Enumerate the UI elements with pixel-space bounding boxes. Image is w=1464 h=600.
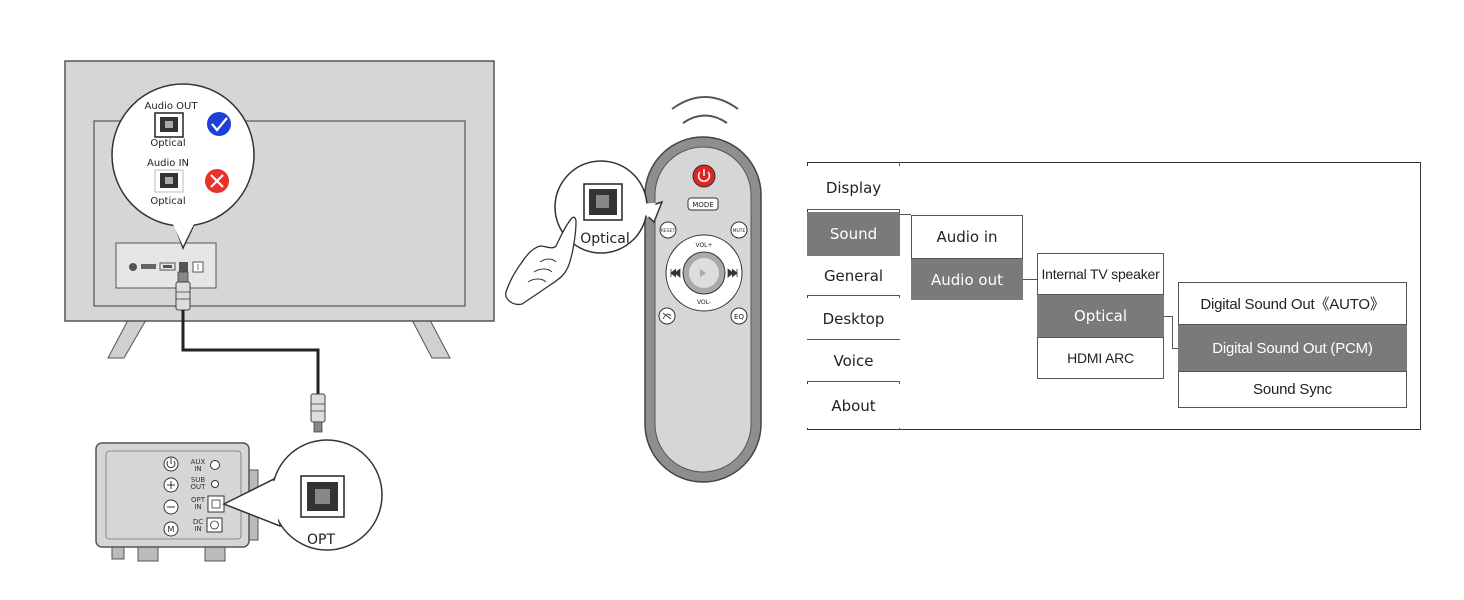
menu-divider <box>899 162 900 430</box>
tv-hdmi-port <box>141 264 156 269</box>
eq-button <box>730 307 748 325</box>
sub-out-label-1: SUB <box>191 476 206 484</box>
soundbar: M AUX IN SUB OUT OPT IN DC IN OPT <box>95 439 383 562</box>
vol-up-label: VOL+ <box>695 242 712 249</box>
tv-stand-right <box>411 319 451 359</box>
audio-out-port-label: Optical <box>150 138 185 149</box>
menu-item-display[interactable]: Display <box>807 166 900 210</box>
connector-audio-out <box>1023 279 1037 280</box>
mute-label: MUTE <box>733 228 746 234</box>
connector-optical-1 <box>1164 316 1172 317</box>
sound-item-audio-out[interactable]: Audio out <box>911 259 1023 300</box>
connector-sound <box>899 214 911 215</box>
audio-out-item-hdmi-arc[interactable]: HDMI ARC <box>1037 337 1164 379</box>
next-icon <box>727 268 738 278</box>
eq-label: EQ <box>734 313 744 321</box>
mode-button <box>687 197 719 211</box>
pointing-hand-icon <box>505 216 577 306</box>
vol-down-label: VOL- <box>697 299 711 306</box>
tv-port-strip <box>115 242 217 289</box>
audio-out-item-optical[interactable]: Optical <box>1037 295 1164 337</box>
sub-out-label-2: OUT <box>191 483 207 491</box>
menu-item-voice[interactable]: Voice <box>807 340 900 382</box>
signal-wave-icon <box>671 96 739 110</box>
previous-icon <box>670 268 681 278</box>
mute-button <box>730 221 748 239</box>
aux-in-label-1: AUX <box>191 458 206 466</box>
optical-item-auto[interactable]: Digital Sound Out《AUTO》 <box>1178 282 1407 325</box>
opt-callout-label: OPT <box>307 532 335 548</box>
tv-usb-port <box>159 262 176 271</box>
tv: Audio OUT Optical Audio IN Optical <box>64 60 495 433</box>
remote: MODE RESET MUTE VOL+ VOL- EQ <box>644 96 762 483</box>
menu-item-desktop[interactable]: Desktop <box>807 298 900 340</box>
reset-button <box>659 221 677 239</box>
aux-in-port <box>210 460 220 470</box>
audio-out-label: Audio OUT <box>145 101 199 112</box>
audio-out-item-internal-speaker[interactable]: Internal TV speaker <box>1037 253 1164 295</box>
menu-item-general[interactable]: General <box>807 256 900 296</box>
tv-port-callout: Audio OUT Optical Audio IN Optical <box>111 83 255 250</box>
mode-label: MODE <box>692 201 713 209</box>
soundbar-mode-icon <box>163 521 179 537</box>
connector-optical-2 <box>1172 316 1173 348</box>
sound-item-audio-in[interactable]: Audio in <box>911 215 1023 259</box>
optical-cable <box>175 271 326 433</box>
opt-in-label-2: IN <box>194 503 201 511</box>
svg-text:M: M <box>168 525 175 534</box>
dc-in-label-1: DC <box>193 518 203 526</box>
check-icon <box>207 112 231 136</box>
menu-item-sound[interactable]: Sound <box>807 212 900 256</box>
tv-audio-jack <box>129 263 137 271</box>
sub-out-port <box>211 480 219 488</box>
connector-optical-3 <box>1172 348 1179 349</box>
audio-in-port-label: Optical <box>150 196 185 207</box>
tv-stand-left <box>107 319 147 359</box>
reset-label: RESET <box>661 228 676 234</box>
aux-in-label-2: IN <box>194 465 201 473</box>
dc-in-label-2: IN <box>194 525 201 533</box>
tv-optical-port <box>179 262 188 272</box>
opt-in-label-1: OPT <box>191 496 206 504</box>
tv-inner-panel <box>93 120 466 307</box>
optical-item-pcm[interactable]: Digital Sound Out (PCM) <box>1178 325 1407 371</box>
menu-item-about[interactable]: About <box>807 384 900 428</box>
remote-callout-label: Optical <box>580 231 629 247</box>
dc-in-port <box>206 517 223 533</box>
optical-item-sound-sync[interactable]: Sound Sync <box>1178 371 1407 408</box>
audio-in-label: Audio IN <box>147 158 189 169</box>
remote-optical-callout: Optical <box>554 160 664 254</box>
